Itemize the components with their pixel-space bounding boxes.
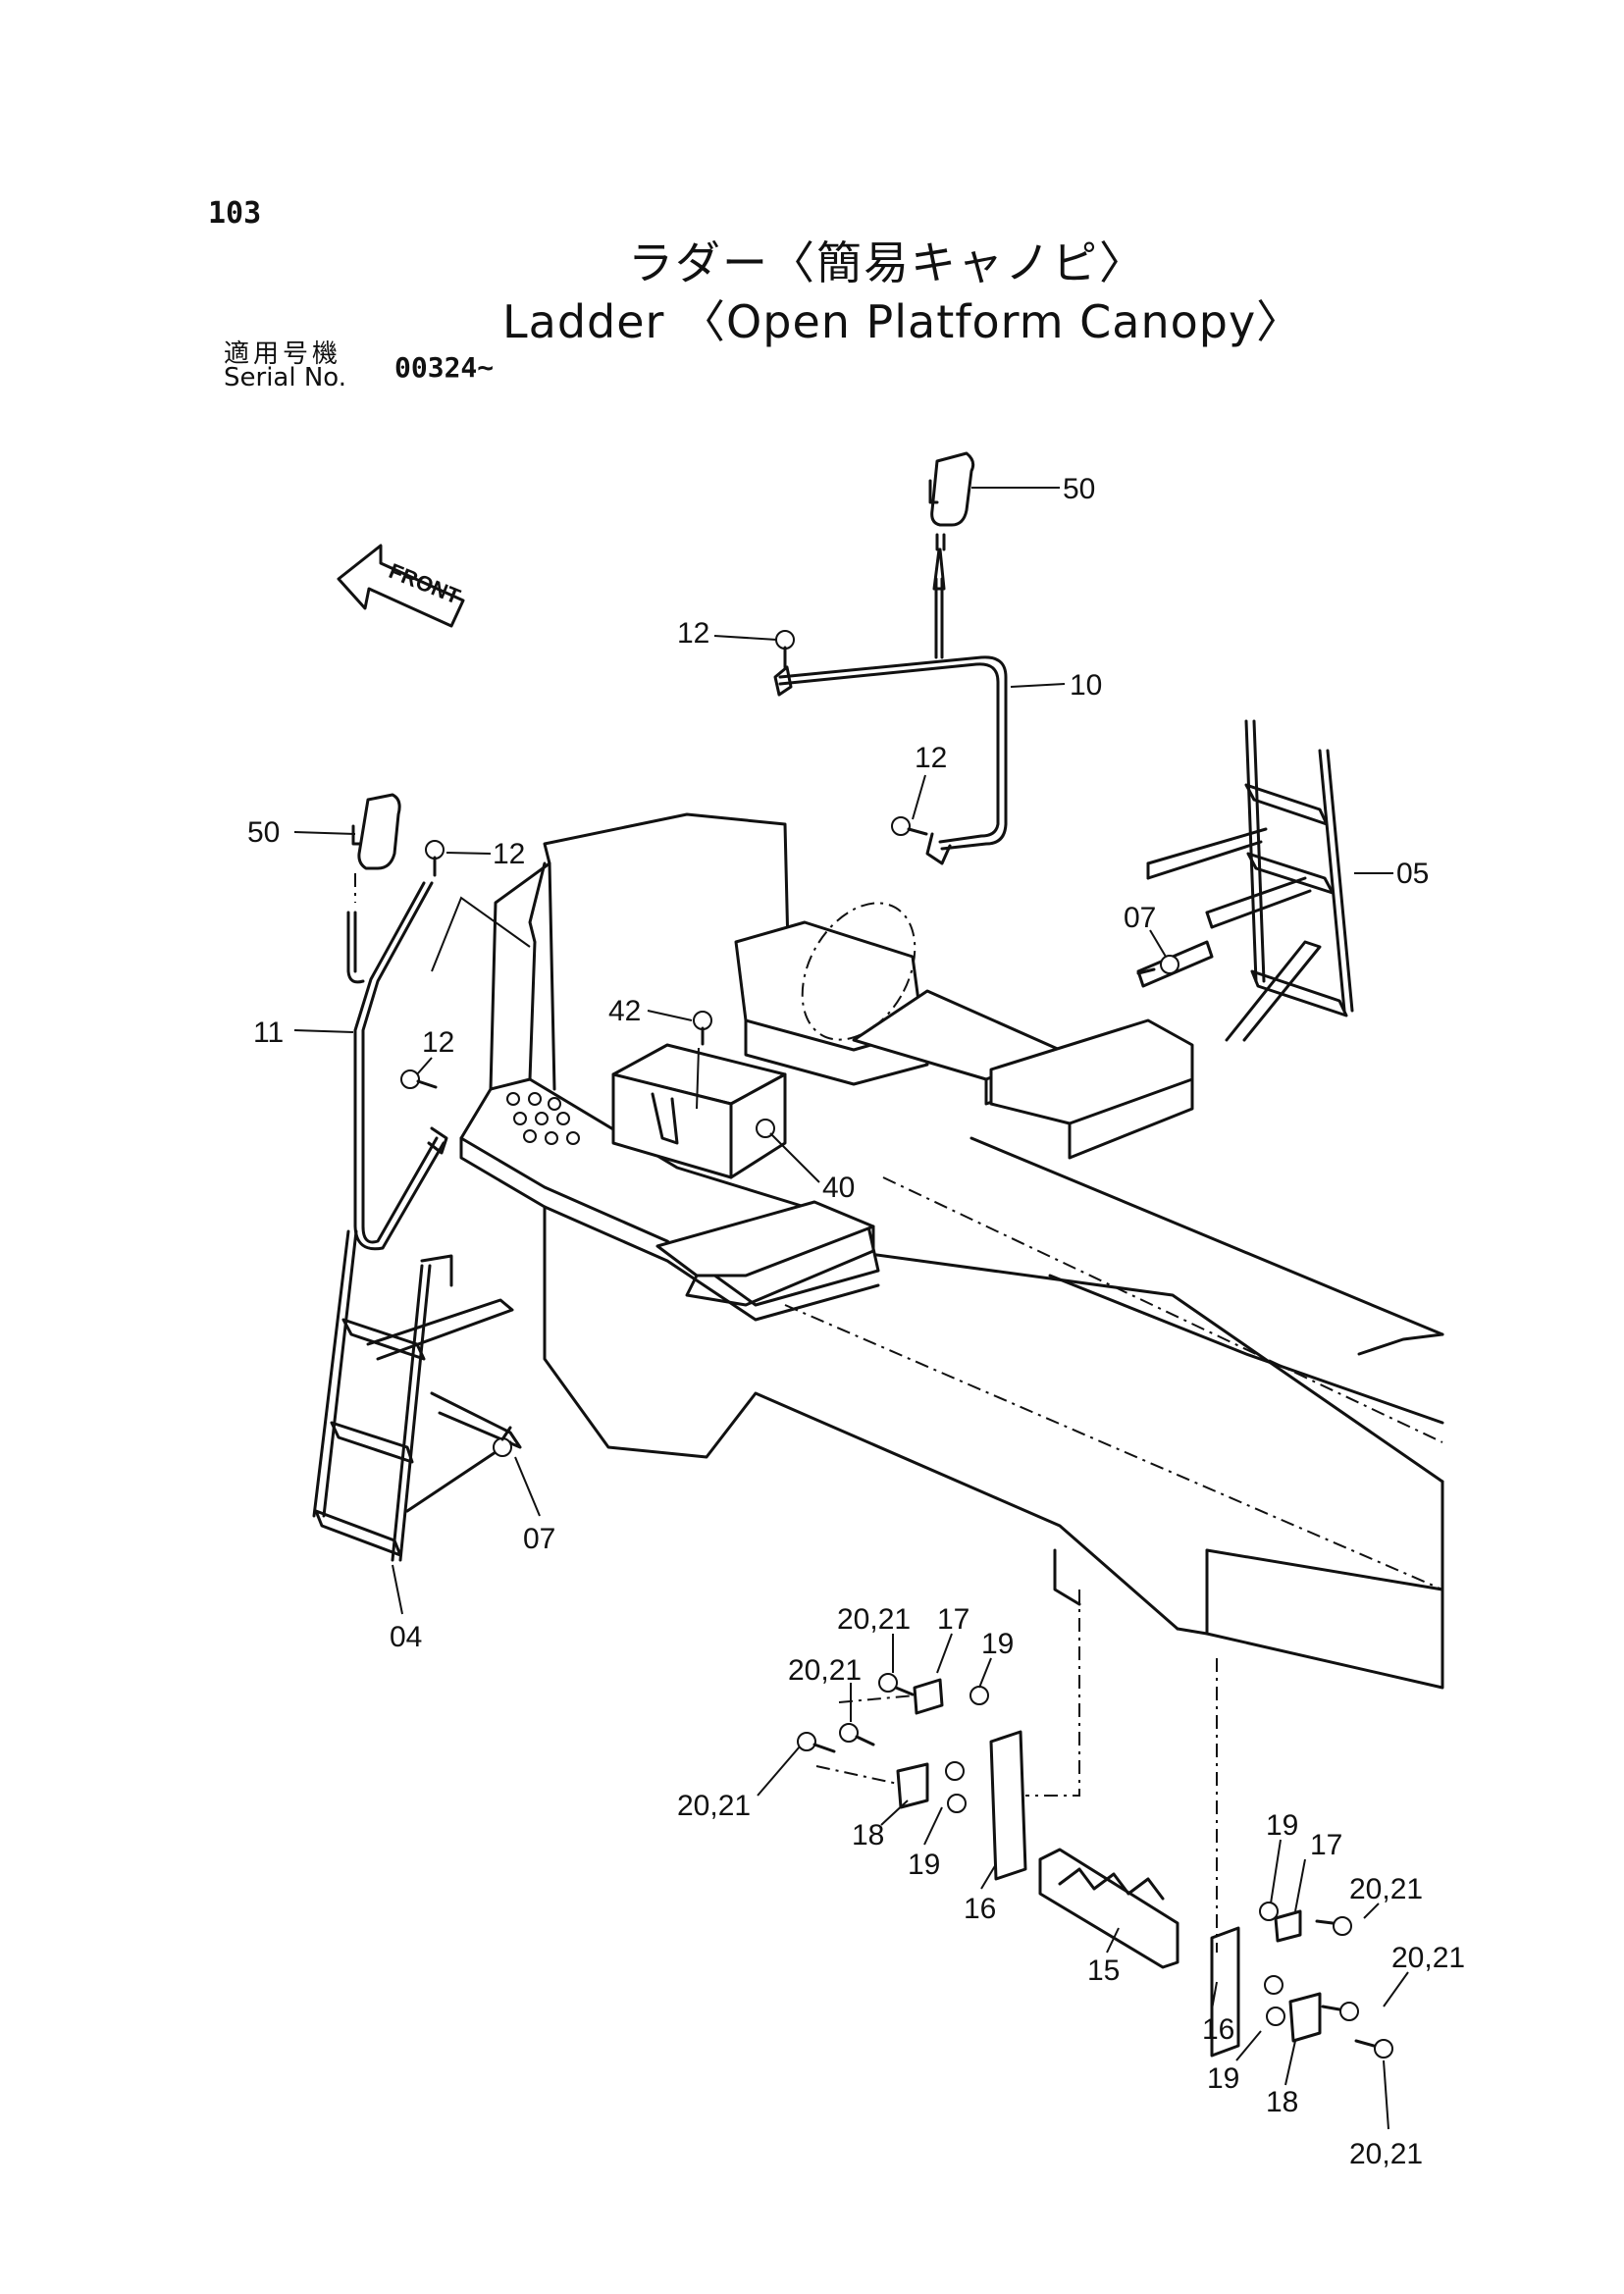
mirror-right	[928, 451, 975, 591]
callout-15-step: 15	[1087, 1955, 1120, 1987]
rear-step-assembly	[815, 1590, 1322, 2058]
callout-19-top: 19	[981, 1628, 1014, 1660]
step-plate	[655, 1200, 875, 1307]
callout-16-left: 16	[964, 1893, 996, 1925]
callout-18-right: 18	[1266, 2086, 1298, 2118]
callout-12-rail: 12	[915, 742, 947, 774]
callout-18-left: 18	[852, 1819, 884, 1851]
callout-19-left: 19	[908, 1849, 940, 1881]
page-number: 103	[208, 196, 262, 231]
callout-05-ladder: 05	[1396, 858, 1429, 890]
title-japanese: ラダー〈簡易キャノピ〉	[628, 236, 1146, 289]
floor-holes	[506, 1092, 580, 1145]
callout-20-21-c: 20,21	[677, 1790, 751, 1822]
callout-16-right: 16	[1202, 2013, 1234, 2046]
callout-50-mirror-left: 50	[247, 816, 280, 849]
ladder-right	[1136, 719, 1354, 1042]
handrail-right	[773, 577, 1008, 865]
leader-lines	[293, 487, 1409, 2130]
callout-19-right-top: 19	[1266, 1809, 1298, 1842]
operator-seat	[734, 902, 1194, 1160]
front-arrow-icon: FRONT	[337, 544, 465, 628]
title-english: Ladder 〈Open Platform Canopy〉	[502, 295, 1303, 348]
bolt-icons	[400, 630, 1393, 2059]
callout-17-left: 17	[937, 1603, 969, 1636]
callout-12-top: 12	[677, 617, 709, 650]
serial-number-value: 00324~	[394, 351, 495, 384]
callout-20-21-d: 20,21	[1349, 1873, 1423, 1905]
ladder-left	[312, 1229, 522, 1562]
callout-40-toolbox: 40	[822, 1172, 855, 1204]
callout-07-right: 07	[1124, 902, 1156, 934]
callout-04-ladder: 04	[390, 1621, 422, 1653]
callout-17-right: 17	[1310, 1829, 1342, 1861]
callout-07-left: 07	[523, 1523, 555, 1555]
callout-20-21-e: 20,21	[1391, 1942, 1465, 1974]
callout-20-21-b: 20,21	[788, 1654, 862, 1687]
callout-10-handrail: 10	[1070, 669, 1102, 702]
callout-labels: 50 12 10 12 50 12 05 07 11 12 42 40 07 0…	[247, 473, 1465, 2170]
serial-label-english: Serial No.	[224, 363, 346, 392]
callout-19-right-low: 19	[1207, 2062, 1239, 2095]
callout-12-left-top: 12	[493, 838, 525, 870]
serial-label-japanese: 適用号機	[224, 339, 342, 369]
callout-20-21-a: 20,21	[837, 1603, 911, 1636]
callout-11-handrail: 11	[253, 1017, 284, 1049]
callout-50-mirror-right: 50	[1063, 473, 1095, 505]
callout-42-bolt: 42	[608, 995, 641, 1027]
callout-12-left-low: 12	[422, 1026, 454, 1059]
mirror-left	[351, 793, 401, 903]
callout-20-21-f: 20,21	[1349, 2138, 1423, 2170]
handrail-left	[346, 881, 448, 1251]
